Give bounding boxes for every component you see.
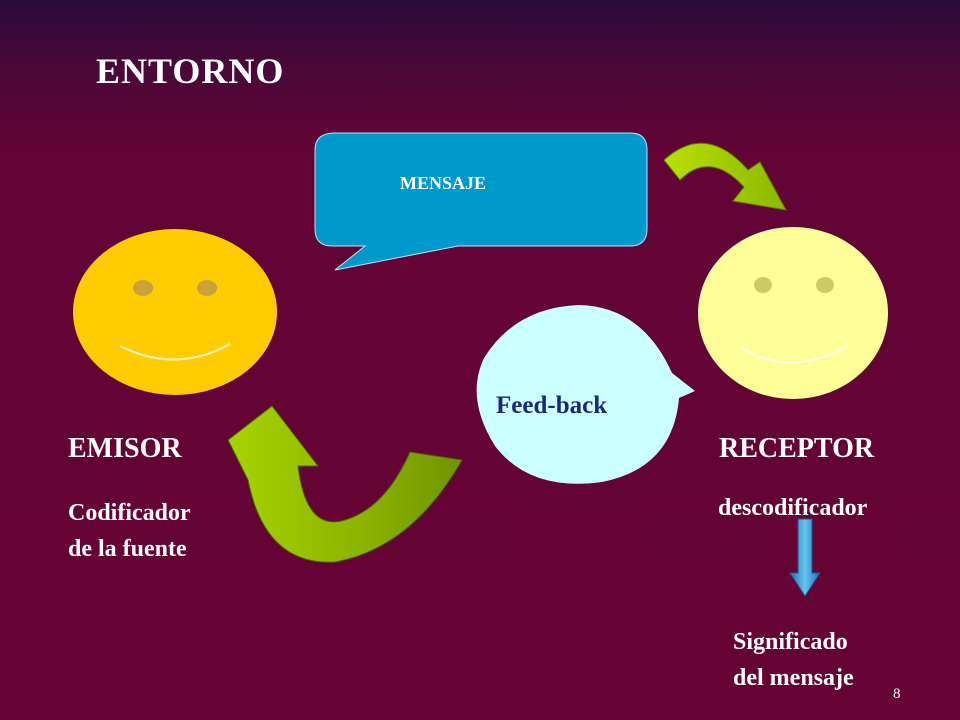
curved-arrow-up-icon	[227, 405, 463, 563]
curved-arrow-right-icon	[663, 142, 787, 211]
meaning-line1: Significado	[733, 629, 848, 655]
feedback-bubble-shape	[476, 305, 695, 484]
receiver-label: RECEPTOR	[719, 433, 875, 464]
sender-description: Codificador de la fuente	[68, 495, 191, 567]
slide-title: ENTORNO	[96, 51, 285, 91]
page-number: 8	[893, 686, 901, 702]
arrow-down-icon	[789, 518, 821, 597]
message-bubble-shape	[314, 132, 648, 271]
meaning-text: Significado del mensaje	[733, 624, 854, 696]
meaning-line2: del mensaje	[733, 665, 854, 691]
sender-description-line2: de la fuente	[68, 536, 187, 562]
receiver-smiley-icon	[698, 227, 888, 399]
receiver-description: descodificador	[718, 495, 868, 521]
message-label: MENSAJE	[400, 173, 487, 193]
sender-label: EMISOR	[68, 433, 182, 464]
sender-smiley-icon	[73, 229, 277, 395]
sender-description-line1: Codificador	[68, 500, 191, 526]
feedback-label: Feed-back	[496, 392, 608, 419]
